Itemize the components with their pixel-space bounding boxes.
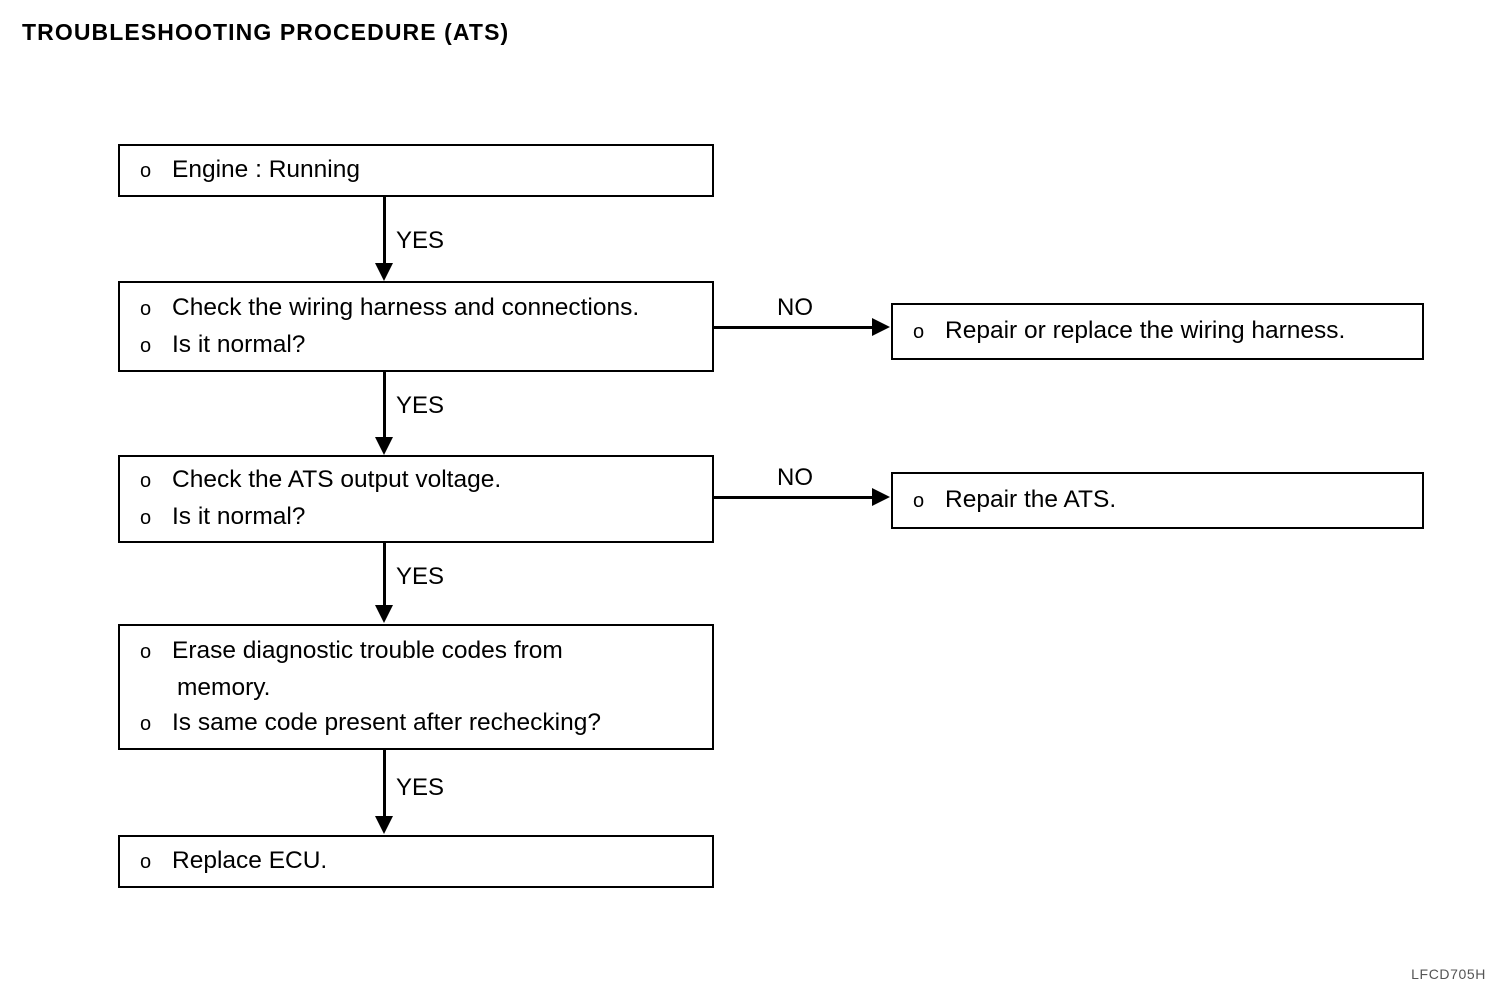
bullet-icon: o — [140, 160, 152, 182]
flow-node-text: Is it normal? — [172, 503, 306, 530]
flow-node-check-wiring[interactable]: o Check the wiring harness and connectio… — [118, 281, 714, 372]
page-title: TROUBLESHOOTING PROCEDURE (ATS) — [22, 19, 510, 45]
connector-line-4 — [383, 750, 386, 818]
connector-line-no-1 — [714, 326, 873, 329]
bullet-icon: o — [140, 712, 152, 735]
connector-arrowhead-no-1 — [872, 318, 890, 336]
flow-node-line: o Is it normal? — [135, 499, 712, 536]
flow-node-text: Repair or replace the wiring harness. — [945, 317, 1346, 344]
flow-node-line: o Repair or replace the wiring harness. — [908, 313, 1422, 350]
flow-node-line: o Erase diagnostic trouble codes from — [135, 633, 712, 670]
flow-node-line: o Check the ATS output voltage. — [135, 462, 712, 499]
bullet-icon: o — [140, 640, 152, 663]
edge-label-no-1: NO — [777, 294, 813, 321]
flow-node-text: Check the ATS output voltage. — [172, 466, 502, 493]
flow-node-body: o Erase diagnostic trouble codes from me… — [120, 633, 712, 742]
bullet-icon: o — [913, 321, 925, 343]
connector-line-no-2 — [714, 496, 873, 499]
bullet-icon: o — [140, 851, 152, 873]
connector-line-1 — [383, 197, 386, 265]
flow-node-line: o Check the wiring harness and connectio… — [135, 290, 712, 327]
flow-node-check-ats-voltage[interactable]: o Check the ATS output voltage. o Is it … — [118, 455, 714, 543]
flow-node-erase-codes[interactable]: o Erase diagnostic trouble codes from me… — [118, 624, 714, 750]
edge-label-yes-1: YES — [396, 227, 445, 254]
flow-node-text: Check the wiring harness and connections… — [172, 293, 640, 321]
connector-arrowhead-4 — [375, 816, 393, 834]
bullet-icon: o — [140, 297, 152, 320]
connector-arrowhead-2 — [375, 437, 393, 455]
flow-node-text: Erase diagnostic trouble codes from — [172, 636, 563, 664]
edge-label-yes-3: YES — [396, 563, 445, 590]
flow-node-line: o Is same code present after rechecking? — [135, 705, 712, 742]
flow-node-engine-running[interactable]: o Engine : Running — [118, 144, 714, 197]
flow-node-text: Repair the ATS. — [945, 486, 1117, 513]
flow-node-body: o Engine : Running — [120, 152, 712, 189]
flow-node-text: Is same code present after rechecking? — [172, 708, 601, 736]
bullet-icon: o — [140, 470, 152, 492]
flow-node-body: o Replace ECU. — [120, 843, 712, 880]
figure-reference-code: LFCD705H — [1411, 966, 1486, 982]
flow-node-line: o Replace ECU. — [135, 843, 712, 880]
edge-label-yes-2: YES — [396, 392, 445, 419]
connector-arrowhead-3 — [375, 605, 393, 623]
connector-line-2 — [383, 372, 386, 439]
connector-line-3 — [383, 543, 386, 607]
flow-node-line-continuation: memory. — [135, 670, 712, 705]
flow-node-body: o Repair the ATS. — [893, 482, 1422, 519]
edge-label-no-2: NO — [777, 464, 813, 491]
flow-node-body: o Check the ATS output voltage. o Is it … — [120, 462, 712, 536]
flow-node-text: Is it normal? — [172, 330, 306, 358]
bullet-icon: o — [140, 334, 152, 357]
edge-label-yes-4: YES — [396, 774, 445, 801]
flow-node-text: Replace ECU. — [172, 847, 328, 874]
flow-node-body: o Repair or replace the wiring harness. — [893, 313, 1422, 350]
flow-node-body: o Check the wiring harness and connectio… — [120, 290, 712, 364]
flow-node-line: o Engine : Running — [135, 152, 712, 189]
flow-node-repair-wiring[interactable]: o Repair or replace the wiring harness. — [891, 303, 1424, 360]
bullet-icon: o — [913, 490, 925, 512]
flow-node-text: Engine : Running — [172, 156, 360, 183]
flow-node-repair-ats[interactable]: o Repair the ATS. — [891, 472, 1424, 529]
flow-node-text: memory. — [177, 673, 271, 701]
connector-arrowhead-no-2 — [872, 488, 890, 506]
flow-node-line: o Repair the ATS. — [908, 482, 1422, 519]
flow-node-line: o Is it normal? — [135, 327, 712, 364]
bullet-icon: o — [140, 507, 152, 529]
connector-arrowhead-1 — [375, 263, 393, 281]
flow-node-replace-ecu[interactable]: o Replace ECU. — [118, 835, 714, 888]
